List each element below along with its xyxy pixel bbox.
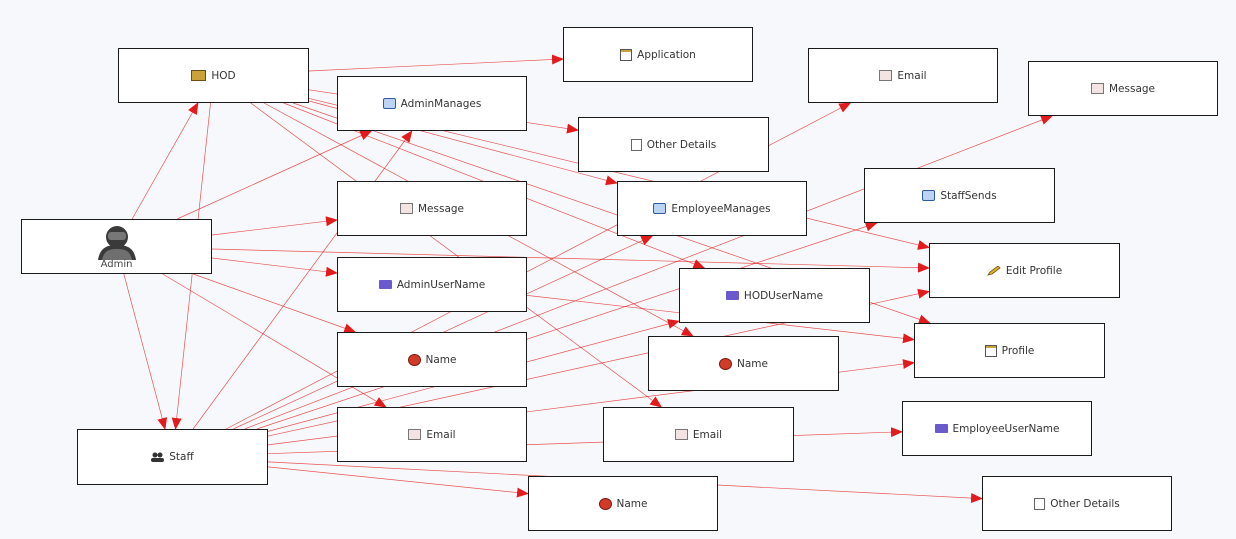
message-node[interactable]: Message <box>1028 61 1218 116</box>
edge-admin-to-edit_profile <box>211 248 930 273</box>
node-label: HODUserName <box>743 289 824 302</box>
message-node[interactable]: Message <box>337 181 527 236</box>
email-node[interactable]: Email <box>603 407 794 462</box>
edge-admin-to-staff <box>123 273 168 430</box>
email-node[interactable]: Email <box>337 407 527 462</box>
id-badge-icon <box>934 424 948 433</box>
employee-username-node[interactable]: EmployeeUserName <box>902 401 1092 456</box>
node-label: Name <box>425 353 457 366</box>
edge-admin-to-hod <box>131 102 199 220</box>
node-label: Message <box>417 202 465 215</box>
edge-admin-to-admin_username <box>211 257 338 277</box>
profile-node[interactable]: Profile <box>914 323 1105 378</box>
edge-admin-to-admin_manages <box>177 130 373 220</box>
node-label: Name <box>616 497 648 510</box>
id-badge-icon <box>725 291 739 300</box>
envelope-icon <box>674 429 688 440</box>
node-label: HOD <box>211 69 236 82</box>
id-badge-icon <box>378 280 392 289</box>
node-label: Email <box>692 428 723 441</box>
face-icon <box>598 497 612 510</box>
face-icon <box>407 353 421 366</box>
employee-manages-node[interactable]: EmployeeManages <box>617 181 807 236</box>
note-icon <box>620 48 633 61</box>
envelope-icon <box>399 203 413 214</box>
envelope-icon <box>408 429 422 440</box>
edit-profile-node[interactable]: Edit Profile <box>929 243 1120 298</box>
inbox-icon <box>382 98 396 109</box>
edge-admin-to-name_left <box>193 273 357 333</box>
node-label: Other Details <box>1050 497 1120 510</box>
edge-staff-to-name_bottom <box>267 466 529 498</box>
staff-node[interactable]: Staff <box>77 429 268 485</box>
note-icon <box>984 344 997 357</box>
node-label: Staff <box>169 451 194 463</box>
page-icon <box>630 138 642 151</box>
node-label: StaffSends <box>940 189 997 202</box>
node-label: AdminUserName <box>396 278 486 291</box>
node-label: Profile <box>1001 344 1035 357</box>
name-node[interactable]: Name <box>337 332 527 387</box>
admin-username-node[interactable]: AdminUserName <box>337 257 527 312</box>
id-card-icon <box>191 70 207 81</box>
other-details-node[interactable]: Other Details <box>982 476 1172 531</box>
node-label: Name <box>737 357 768 370</box>
node-label: Edit Profile <box>1005 264 1063 277</box>
envelope-icon <box>1090 83 1104 94</box>
node-label: Other Details <box>646 138 717 151</box>
email-node[interactable]: Email <box>808 48 998 103</box>
node-label: Email <box>897 69 927 82</box>
node-label: Email <box>426 428 456 441</box>
name-node[interactable]: Name <box>528 476 718 531</box>
edge-hod-to-email_mid <box>250 102 663 408</box>
edge-staff-to-staff_sends <box>256 221 878 430</box>
node-label: EmployeeUserName <box>952 422 1060 435</box>
staff-sends-node[interactable]: StaffSends <box>864 168 1055 223</box>
node-label: Message <box>1108 82 1156 95</box>
page-icon <box>1034 497 1046 510</box>
name-node[interactable]: Name <box>648 336 839 391</box>
envelope-icon <box>879 70 893 81</box>
edge-hod-to-application <box>308 54 564 72</box>
other-details-node[interactable]: Other Details <box>578 117 769 172</box>
node-label: Application <box>637 48 696 61</box>
application-node[interactable]: Application <box>563 27 753 82</box>
face-icon <box>719 357 732 370</box>
admin-node[interactable]: Admin <box>21 219 212 274</box>
admin-manages-node[interactable]: AdminManages <box>337 76 527 131</box>
node-label: EmployeeManages <box>671 202 771 215</box>
inbox-icon <box>922 190 936 201</box>
hod-username-node[interactable]: HODUserName <box>679 268 870 323</box>
hod-node[interactable]: HOD <box>118 48 309 103</box>
node-label: AdminManages <box>400 97 482 110</box>
edge-admin-to-message_mid <box>211 216 338 236</box>
edge-staff-to-admin_manages <box>192 130 413 430</box>
inbox-icon <box>653 203 667 214</box>
node-label: Admin <box>100 259 133 270</box>
pencil-icon <box>986 265 1001 276</box>
person-icon <box>97 226 136 260</box>
group-icon <box>151 452 165 462</box>
